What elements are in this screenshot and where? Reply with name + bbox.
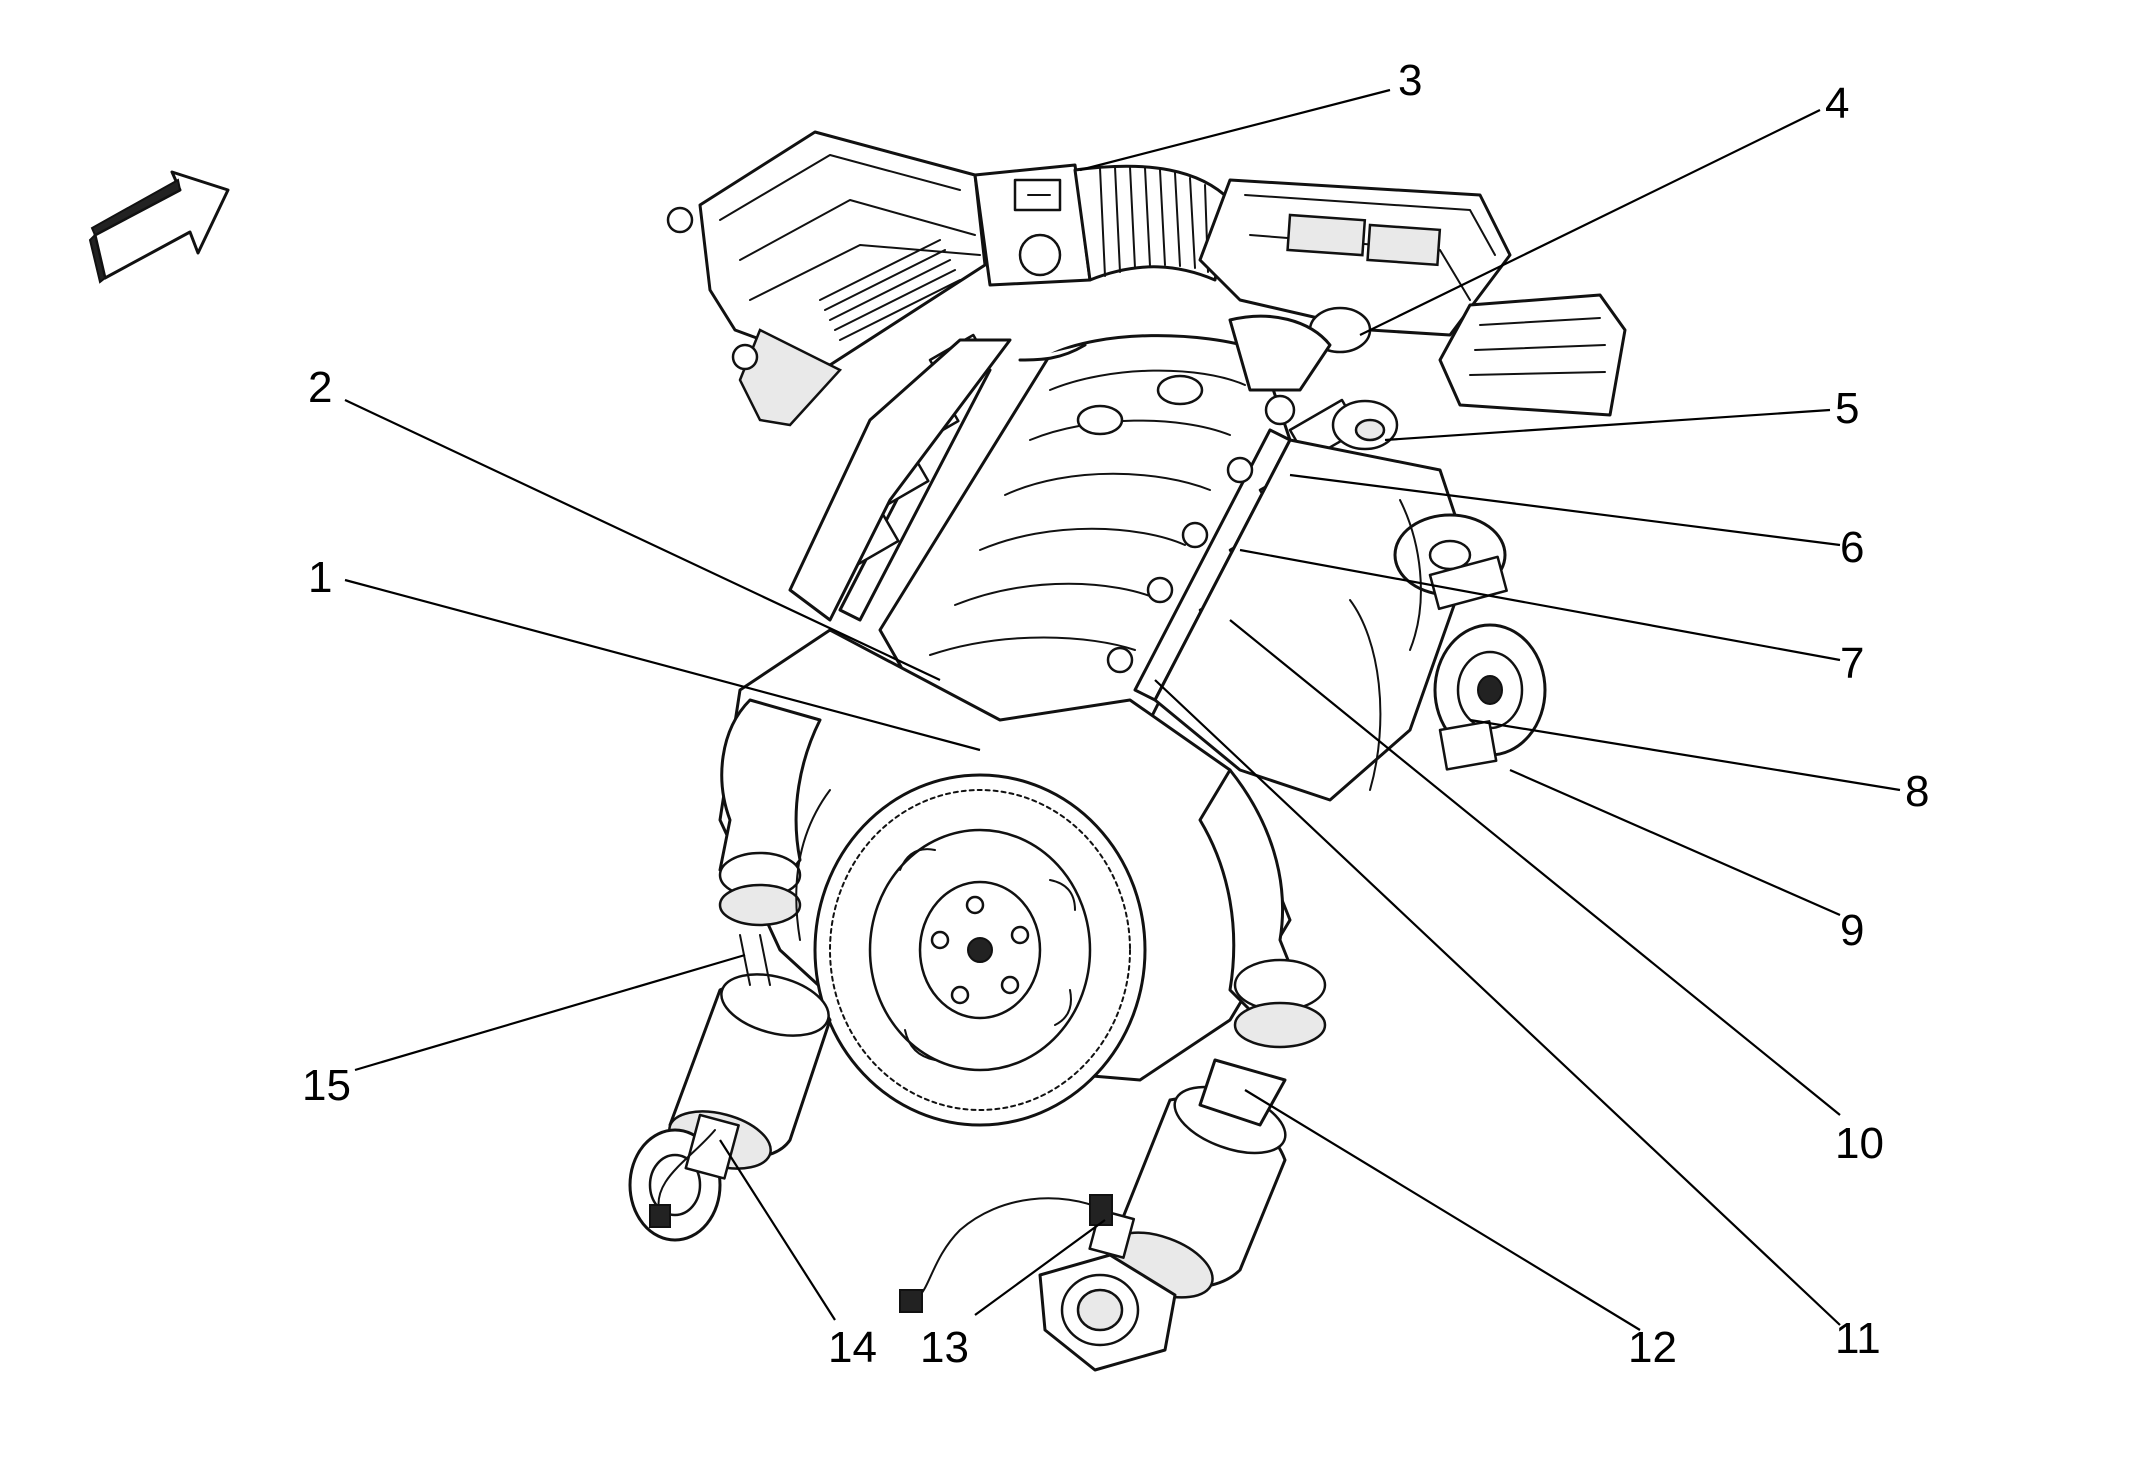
leader-9	[1509, 768, 1841, 917]
callout-1: 1	[308, 553, 332, 602]
callout-13: 13	[920, 1323, 969, 1372]
callout-11: 11	[1835, 1314, 1881, 1363]
maf-sensor-tube	[973, 163, 1092, 287]
right-bank-components	[1106, 394, 1472, 802]
callout-6: 6	[1840, 523, 1864, 572]
leader-lines	[344, 88, 1901, 1331]
leader-14	[719, 1139, 836, 1321]
callout-9: 9	[1840, 906, 1864, 955]
leader-7	[1239, 548, 1841, 662]
left-bank-components	[788, 333, 1012, 622]
wiring-harness	[795, 499, 1422, 941]
leader-5	[1384, 408, 1831, 442]
left-exhaust-manifold	[718, 698, 822, 927]
leader-1	[344, 578, 981, 752]
callout-3: 3	[1398, 56, 1422, 105]
callout-2: 2	[308, 363, 332, 412]
callout-8: 8	[1905, 767, 1929, 816]
engine-illustration	[628, 130, 1627, 1372]
callout-12: 12	[1628, 1323, 1677, 1372]
left-catalytic-converter	[668, 934, 832, 1170]
accessory-pulley	[1433, 623, 1547, 771]
throttle-sensor-cluster	[1228, 306, 1399, 451]
leader-6	[1289, 473, 1841, 547]
oxygen-sensor-harness	[899, 1194, 1113, 1313]
leader-10	[1229, 619, 1841, 1116]
leader-13	[974, 1219, 1106, 1316]
left-outlet-flange	[628, 1113, 740, 1242]
callout-5: 5	[1835, 384, 1859, 433]
leader-2	[344, 399, 941, 681]
leader-11	[1154, 679, 1841, 1326]
callout-15: 15	[302, 1061, 351, 1110]
leader-15	[354, 953, 746, 1072]
leader-8	[1469, 718, 1901, 792]
callout-labels: 1 2 3 4 5 6 7 8 9 10 11 12 13 14 15	[302, 56, 1929, 1372]
air-cleaner-housing	[666, 130, 987, 427]
callout-10: 10	[1835, 1119, 1884, 1168]
leader-4	[1359, 109, 1821, 336]
throttle-body-assembly	[1198, 178, 1512, 337]
engine-cover-right	[1438, 293, 1627, 417]
leader-3	[1079, 88, 1391, 172]
callout-4: 4	[1825, 79, 1849, 128]
front-direction-arrow-icon	[88, 170, 230, 284]
right-exhaust-manifold	[1198, 768, 1327, 1049]
callout-7: 7	[1840, 639, 1864, 688]
flywheel	[813, 773, 1147, 1127]
callout-14: 14	[828, 1323, 877, 1372]
leader-12	[1244, 1089, 1641, 1331]
right-catalytic-converter	[1106, 1058, 1287, 1299]
right-outlet-flange	[1038, 1208, 1177, 1372]
